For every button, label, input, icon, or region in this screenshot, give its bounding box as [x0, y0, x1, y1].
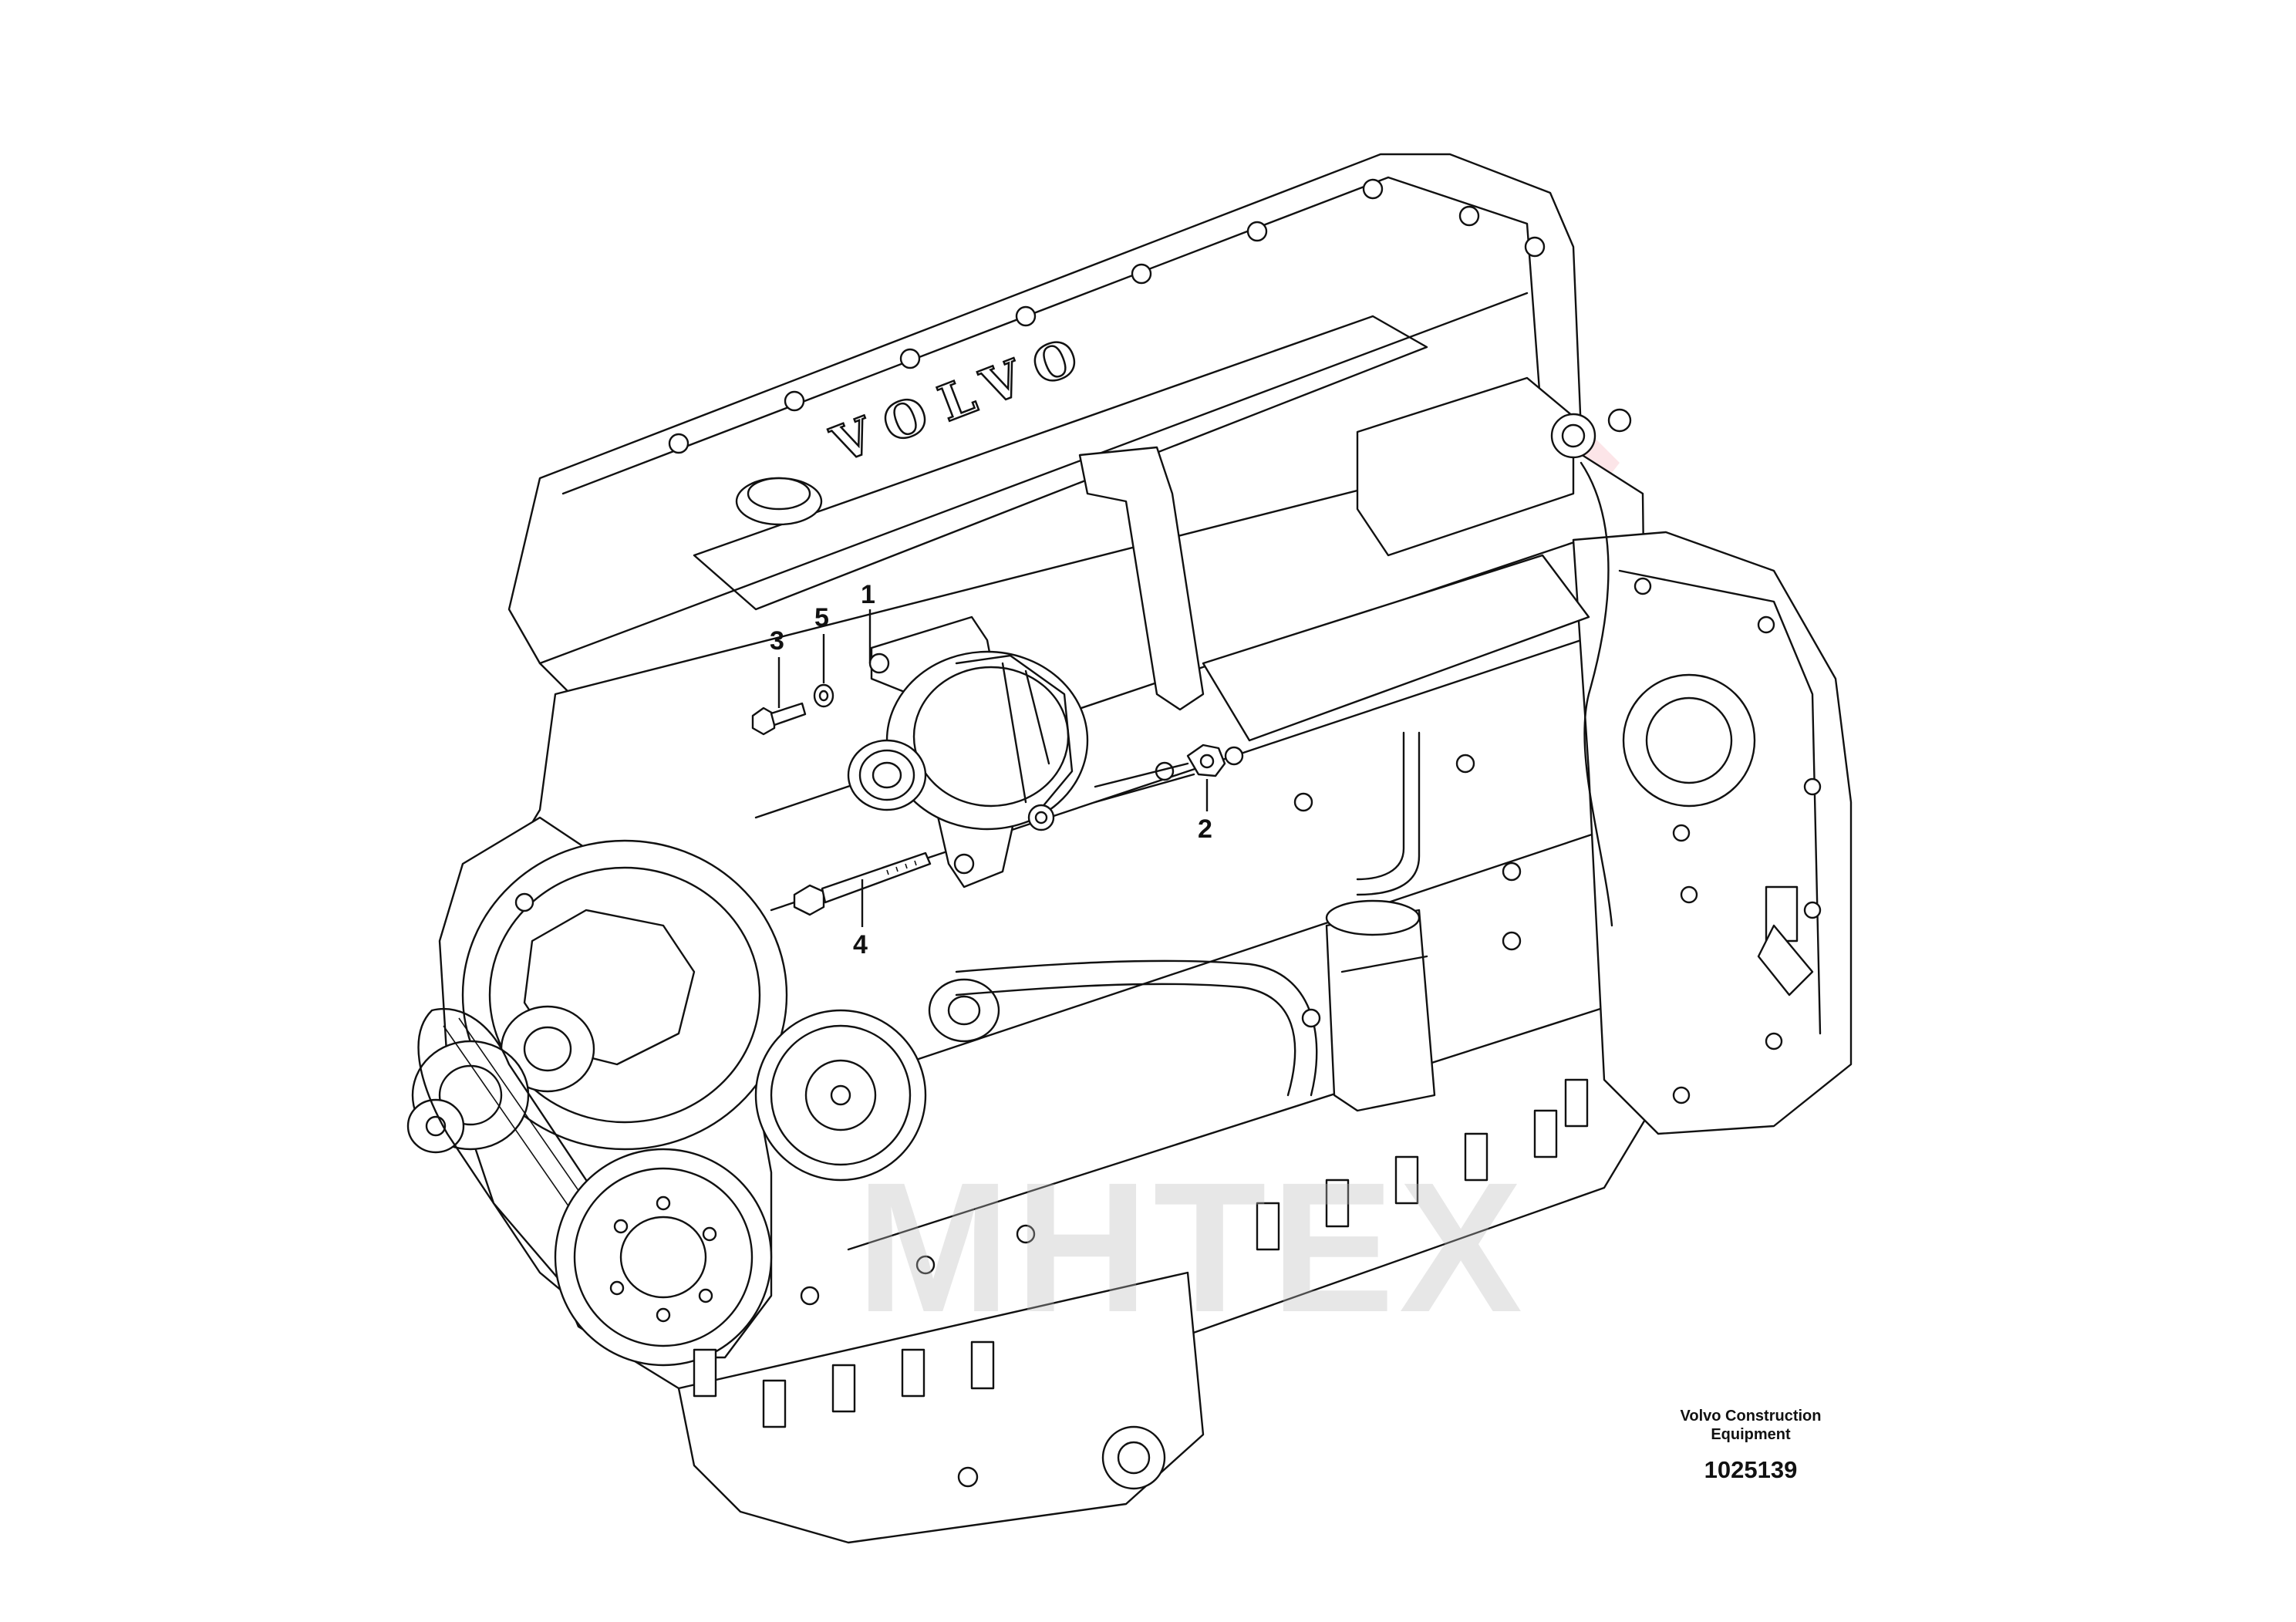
oil-pan	[677, 1271, 1205, 1544]
water-pump-pulley	[754, 1009, 927, 1182]
callout-2: 2	[1198, 779, 1212, 844]
valve-cover-bolts	[668, 178, 1546, 454]
engine-fittings	[693, 1078, 1589, 1428]
callout-label-2: 2	[1198, 814, 1212, 844]
engine-illustration: VOLVO	[406, 153, 1853, 1544]
callout-label-5: 5	[814, 603, 829, 632]
callout-3: 3	[770, 626, 784, 708]
callout-5: 5	[814, 603, 829, 683]
footer-brand-block: Volvo Construction Equipment 1025139	[1681, 1408, 1822, 1483]
callout-label-3: 3	[770, 626, 784, 656]
callout-label-1: 1	[861, 580, 875, 609]
crankshaft-pulley	[461, 839, 788, 1151]
nut-part-2	[1094, 744, 1226, 804]
washer-part-5	[813, 683, 834, 708]
document-number: 1025139	[1704, 1456, 1798, 1483]
watermark-text: MHTEX	[856, 1144, 1527, 1351]
screw-part-3	[751, 702, 807, 736]
brand-line-2: Equipment	[1711, 1426, 1791, 1443]
block-bolts	[514, 746, 1522, 1306]
brand-line-1: Volvo Construction	[1681, 1408, 1822, 1425]
callout-1: 1	[861, 580, 875, 663]
callout-label-4: 4	[853, 930, 868, 959]
fuel-filter	[1325, 899, 1436, 1112]
alternator-assembly	[847, 615, 1089, 889]
intake-pipe	[1078, 446, 1205, 711]
bolt-part-4	[793, 851, 932, 916]
flywheel-housing	[1572, 531, 1853, 1135]
callout-4: 4	[853, 879, 868, 959]
alternator-pulley	[847, 739, 927, 811]
vibration-damper	[554, 1148, 773, 1367]
coolant-hose	[955, 959, 1318, 1097]
flywheel-housing-bolts	[1633, 577, 1822, 1104]
belt-tensioner	[406, 1040, 530, 1154]
